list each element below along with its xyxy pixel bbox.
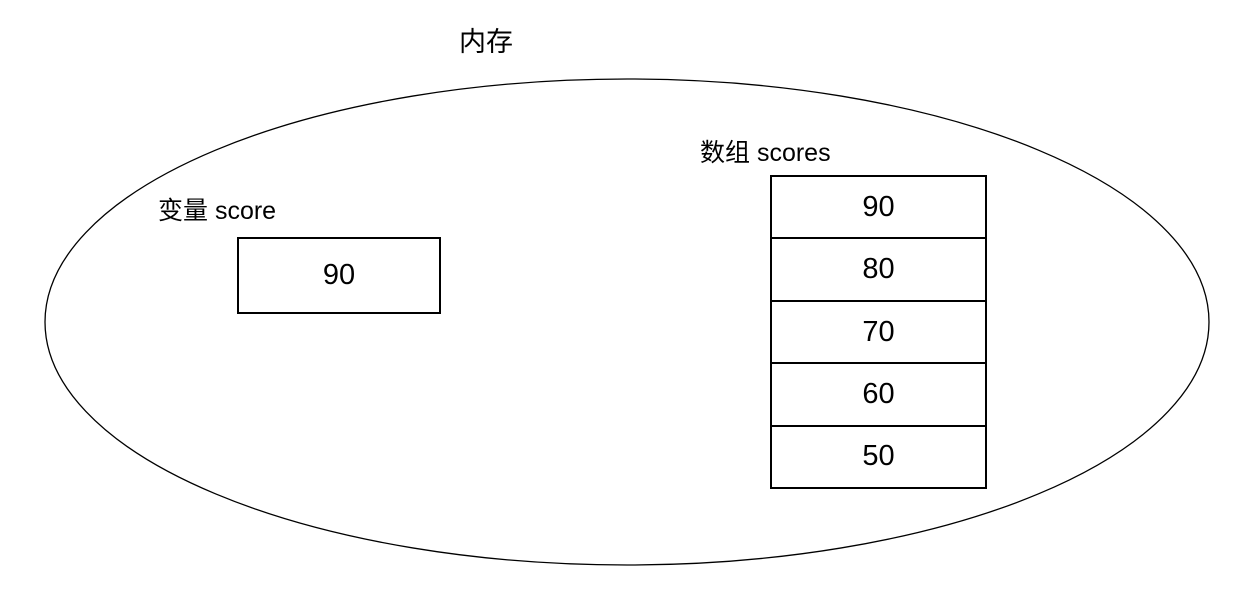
array-value-1: 80 [862, 253, 895, 286]
array-value-2: 70 [862, 315, 895, 348]
array-cell-3: 60 [772, 364, 985, 427]
array-box: 90 80 70 60 50 [770, 175, 987, 489]
array-cell-4: 50 [772, 427, 985, 487]
variable-box: 90 [237, 237, 441, 314]
array-value-0: 90 [862, 190, 895, 223]
array-cell-2: 70 [772, 302, 985, 365]
array-cell-1: 80 [772, 239, 985, 302]
array-value-3: 60 [862, 377, 895, 410]
variable-value: 90 [322, 259, 356, 291]
diagram-title: 内存 [459, 27, 513, 57]
variable-label: 变量 score [158, 197, 277, 225]
array-value-4: 50 [862, 440, 895, 473]
array-label: 数组 scores [700, 139, 831, 167]
array-cell-0: 90 [772, 177, 985, 240]
